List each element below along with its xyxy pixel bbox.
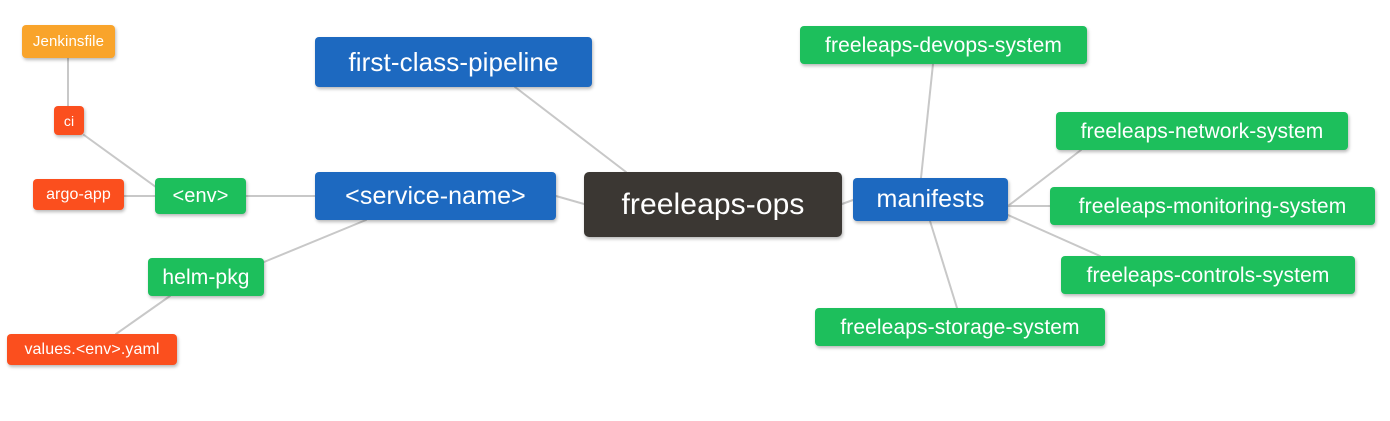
mindmap-node-label: values.<env>.yaml: [24, 340, 160, 358]
mindmap-node-label: ci: [63, 112, 75, 129]
mindmap-node-freeleaps-network-system[interactable]: freeleaps-network-system: [1056, 112, 1348, 150]
mindmap-node-freeleaps-storage-system[interactable]: freeleaps-storage-system: [815, 308, 1105, 346]
edge-manifests-to-freeleaps-storage-system: [929, 220, 958, 309]
mindmap-node-label: helm-pkg: [162, 265, 250, 289]
mindmap-node-first-class-pipeline[interactable]: first-class-pipeline: [315, 37, 592, 87]
mindmap-node-label: argo-app: [46, 185, 111, 203]
mindmap-node-label: manifests: [876, 185, 985, 213]
mindmap-node-freeleaps-devops-system[interactable]: freeleaps-devops-system: [800, 26, 1087, 64]
mindmap-node-label: freeleaps-storage-system: [840, 315, 1080, 339]
edge-manifests-to-freeleaps-devops-system: [920, 63, 934, 179]
edge-freeleaps-ops-to-first-class-pipeline: [514, 86, 627, 173]
mindmap-node-label: first-class-pipeline: [348, 47, 559, 77]
mindmap-node-label: freeleaps-ops: [621, 187, 805, 221]
mindmap-node-label: freeleaps-devops-system: [825, 33, 1062, 57]
mindmap-node-label: freeleaps-monitoring-system: [1078, 194, 1347, 218]
mindmap-node-label: freeleaps-controls-system: [1086, 263, 1330, 287]
edge-freeleaps-ops-to-manifests: [841, 199, 854, 205]
edge-service-name-to-helm-pkg: [263, 219, 367, 263]
mindmap-node-manifests[interactable]: manifests: [853, 178, 1008, 221]
edge-helm-pkg-to-values-env-yaml: [115, 295, 171, 335]
mindmap-node-label: Jenkinsfile: [32, 33, 105, 50]
mindmap-node-argo-app[interactable]: argo-app: [33, 179, 124, 210]
mindmap-node-freeleaps-controls-system[interactable]: freeleaps-controls-system: [1061, 256, 1355, 294]
mindmap-node-helm-pkg[interactable]: helm-pkg: [148, 258, 264, 296]
mindmap-node-label: <service-name>: [345, 181, 526, 210]
mindmap-node-values-env-yaml[interactable]: values.<env>.yaml: [7, 334, 177, 365]
mindmap-node-service-name[interactable]: <service-name>: [315, 172, 556, 220]
mindmap-node-jenkinsfile[interactable]: Jenkinsfile: [22, 25, 115, 58]
mindmap-node-env[interactable]: <env>: [155, 178, 246, 214]
mindmap-node-label: freeleaps-network-system: [1080, 119, 1324, 143]
mindmap-node-ci[interactable]: ci: [54, 106, 84, 135]
edge-freeleaps-ops-to-service-name: [555, 195, 585, 205]
mindmap-node-freeleaps-monitoring-system[interactable]: freeleaps-monitoring-system: [1050, 187, 1375, 225]
mindmap-node-freeleaps-ops[interactable]: freeleaps-ops: [584, 172, 842, 237]
mindmap-node-label: <env>: [172, 185, 229, 207]
